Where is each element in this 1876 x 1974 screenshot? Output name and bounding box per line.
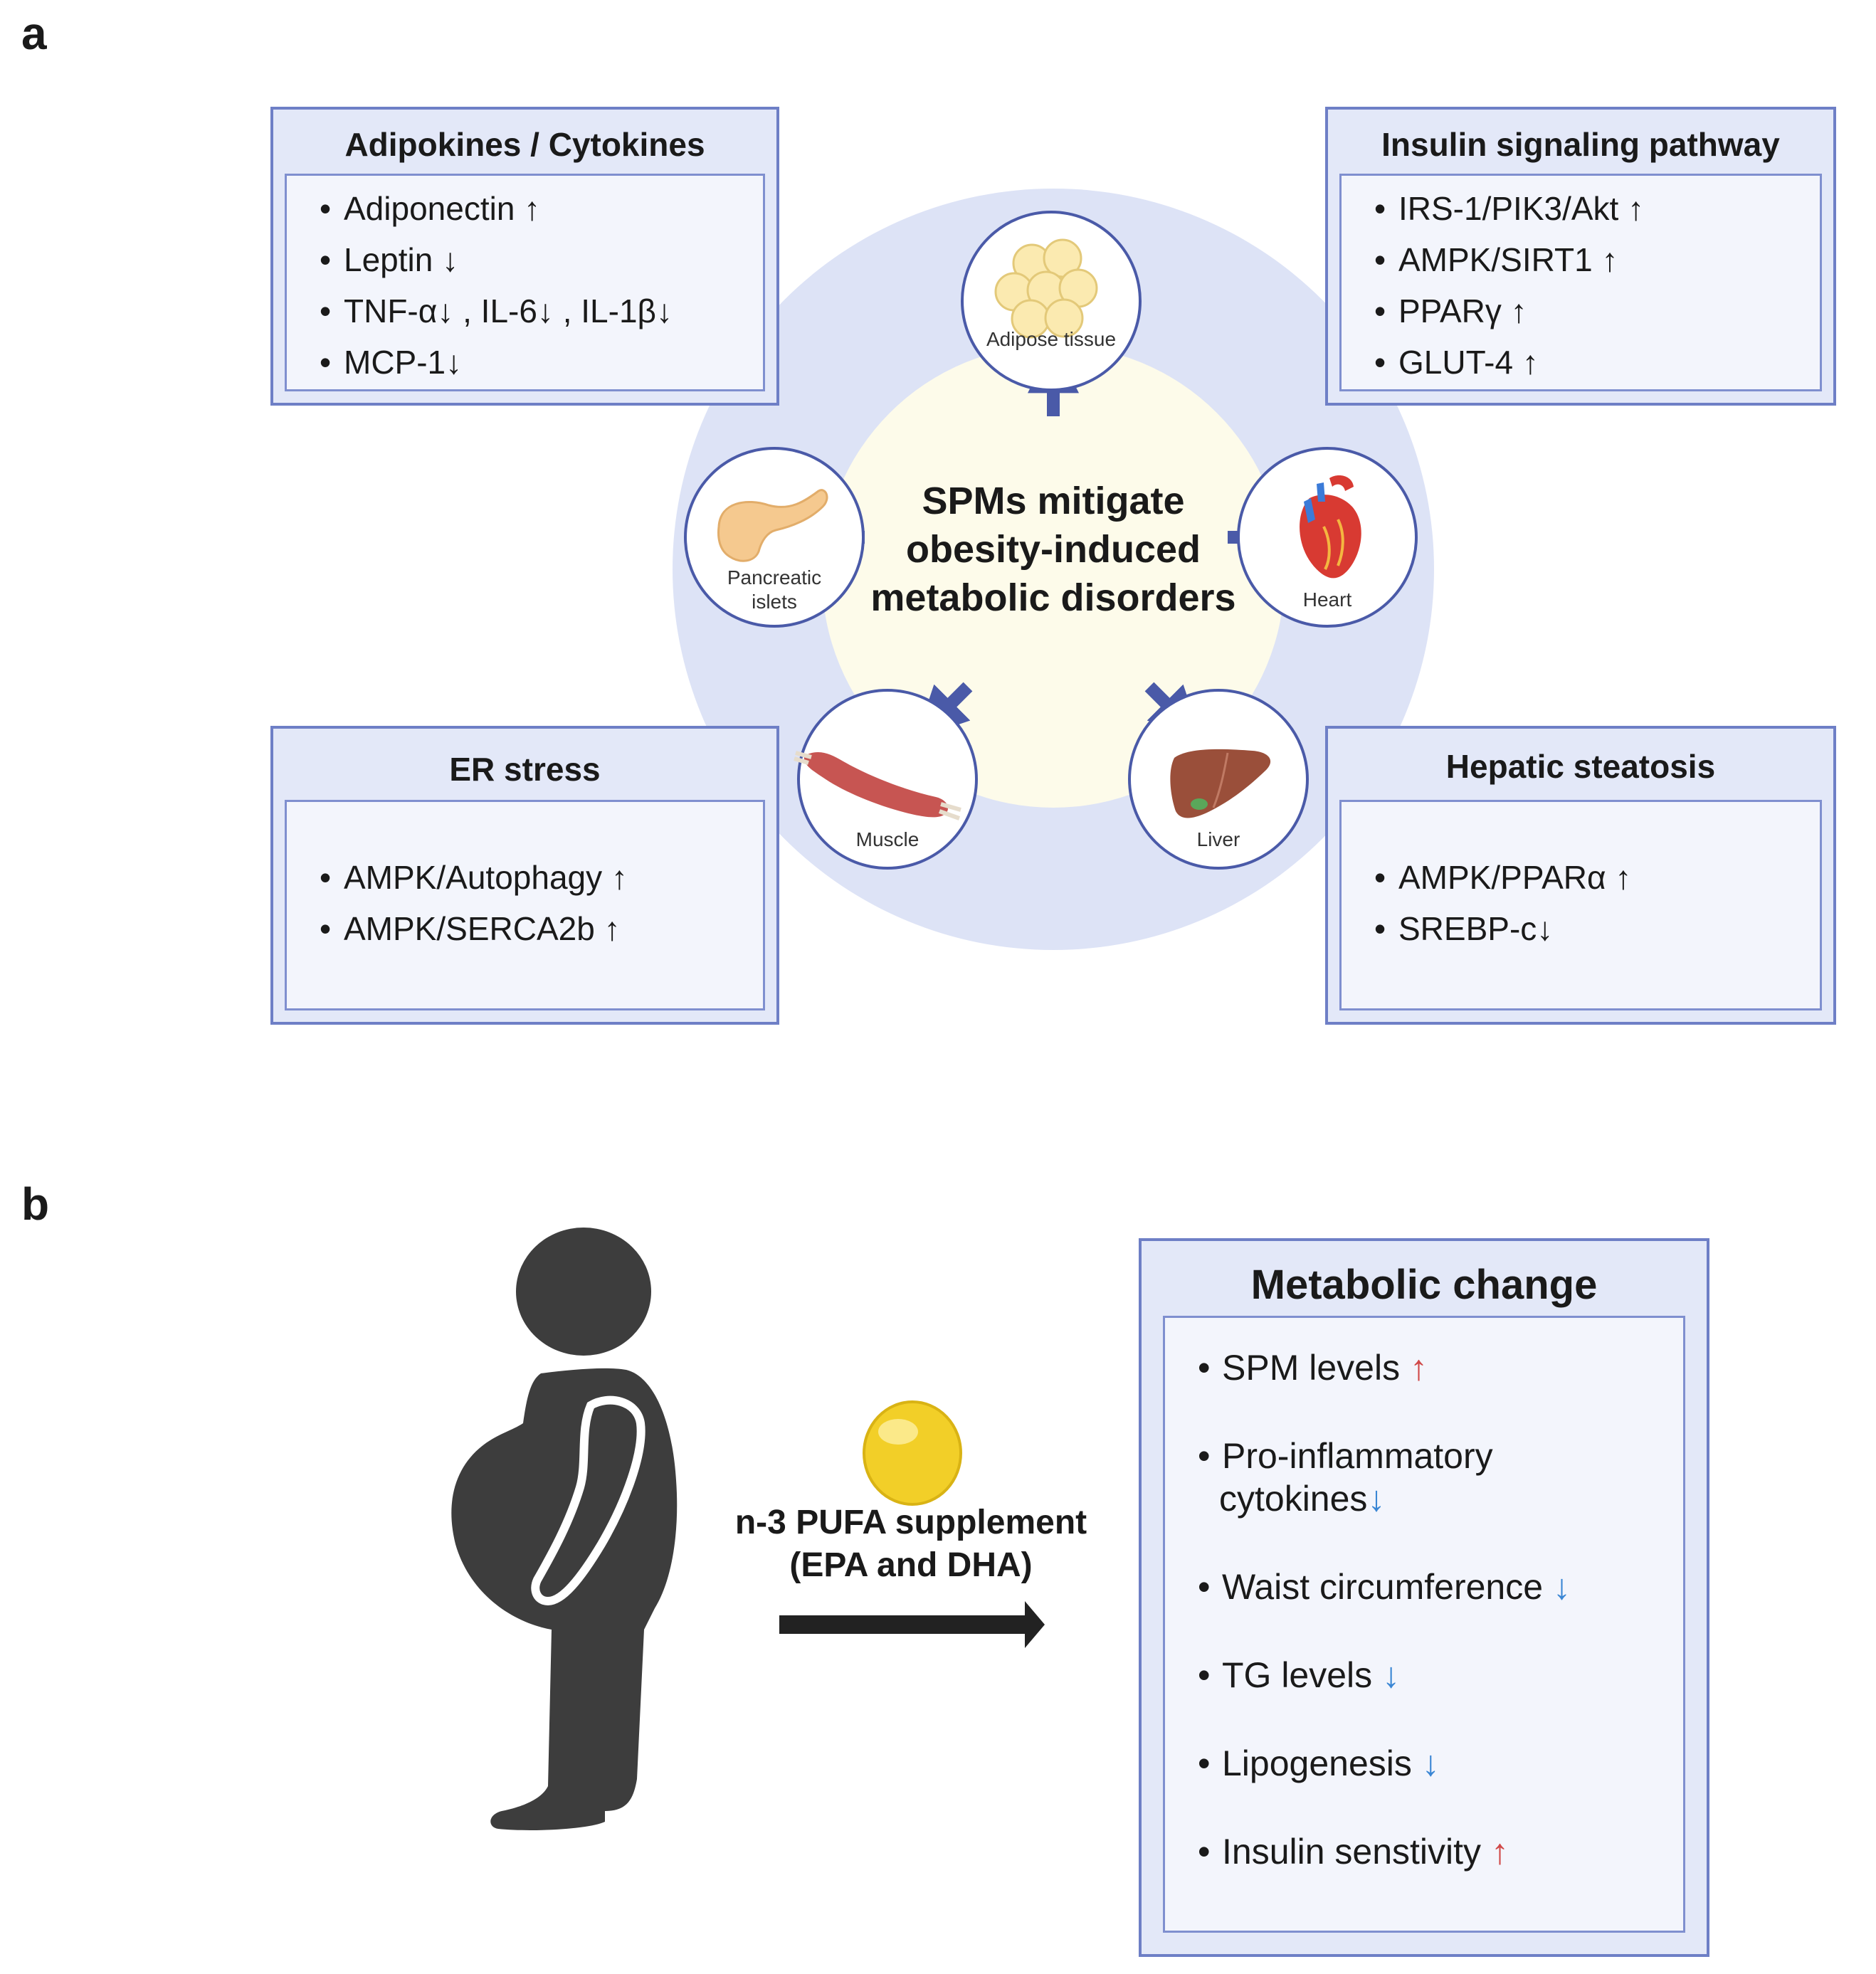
box-inner: •AMPK/Autophagy ↑ •AMPK/SERCA2b ↑: [285, 800, 765, 1010]
er-stress-box: ER stress •AMPK/Autophagy ↑ •AMPK/SERCA2…: [270, 726, 779, 1025]
list-item: •Waist circumference ↓: [1198, 1567, 1571, 1607]
box-inner: •AMPK/PPARα ↑ •SREBP-c↓: [1339, 800, 1822, 1010]
box-inner: •IRS-1/PIK3/Akt ↑ •AMPK/SIRT1 ↑ •PPARγ ↑…: [1339, 174, 1822, 391]
list-item: •AMPK/SIRT1 ↑: [1374, 241, 1618, 278]
supplement-capsule-icon: [863, 1400, 962, 1506]
center-title-line: metabolic disorders: [870, 576, 1236, 619]
organ-label-text: Adipose tissue: [986, 328, 1117, 350]
list-item: •Lipogenesis ↓: [1198, 1743, 1440, 1783]
box-title: Adipokines / Cytokines: [344, 126, 705, 163]
box-title: ER stress: [449, 751, 601, 788]
list-item: •SPM levels ↑: [1198, 1348, 1428, 1388]
list-item: •SREBP-c↓: [1374, 910, 1554, 947]
heart-icon: [1300, 475, 1361, 579]
muscle-icon: [794, 751, 961, 820]
list-item: •MCP-1↓: [320, 344, 463, 381]
organ-label-text: Liver: [1196, 828, 1240, 850]
list-item: •Insulin senstivity ↑: [1198, 1832, 1509, 1872]
pancreas-icon: [717, 489, 828, 562]
list-item: •TNF-α↓ , IL-6↓ , IL-1β↓: [320, 292, 673, 329]
box-title: Hepatic steatosis: [1445, 748, 1716, 785]
adipose-cells-icon: [994, 238, 1098, 339]
down-arrow-icon: ↓: [1367, 1479, 1386, 1519]
supplement-arrow: [779, 1601, 1045, 1648]
organ-label-text: islets: [752, 591, 797, 613]
arm-outline: [531, 1395, 645, 1606]
panel-letter-a: a: [21, 8, 47, 59]
panel-letter-b: b: [21, 1178, 50, 1230]
organ-label-text: Heart: [1302, 588, 1352, 611]
liver-icon: [1170, 749, 1271, 818]
up-arrow-icon: ↑: [1490, 1832, 1509, 1872]
list-item: •AMPK/Autophagy ↑: [320, 859, 628, 896]
box-list: •AMPK/PPARα ↑ •SREBP-c↓: [1374, 852, 1632, 954]
box-inner: •Adiponectin ↑ •Leptin ↓ •TNF-α↓ , IL-6↓…: [285, 174, 765, 391]
supplement-label-line: n-3 PUFA supplement: [734, 1504, 1087, 1541]
organ-label-text: Muscle: [855, 828, 919, 850]
supplement-label: n-3 PUFA supplement (EPA and DHA): [683, 1501, 1139, 1587]
hepatic-steatosis-box: Hepatic steatosis •AMPK/PPARα ↑ •SREBP-c…: [1325, 726, 1836, 1025]
insulin-box: Insulin signaling pathway •IRS-1/PIK3/Ak…: [1325, 107, 1836, 406]
up-arrow-icon: ↑: [1409, 1348, 1428, 1388]
center-title: SPMs mitigate obesity-induced metabolic …: [826, 477, 1281, 622]
box-list: •IRS-1/PIK3/Akt ↑ •AMPK/SIRT1 ↑ •PPARγ ↑…: [1374, 183, 1645, 388]
list-item: •Leptin ↓: [320, 241, 459, 278]
box-title: Metabolic change: [1250, 1262, 1598, 1308]
list-item: •PPARγ ↑: [1374, 292, 1527, 329]
list-item: •AMPK/SERCA2b ↑: [320, 910, 621, 947]
adipokines-box: Adipokines / Cytokines •Adiponectin ↑ •L…: [270, 107, 779, 406]
down-arrow-icon: ↓: [1382, 1655, 1401, 1695]
list-item: •GLUT-4 ↑: [1374, 344, 1539, 381]
box-list: •AMPK/Autophagy ↑ •AMPK/SERCA2b ↑: [320, 852, 628, 954]
list-item: •AMPK/PPARα ↑: [1374, 859, 1632, 896]
organ-label-text: Pancreatic: [727, 566, 822, 588]
list-item: •IRS-1/PIK3/Akt ↑: [1374, 190, 1645, 227]
muscle-circle: [797, 689, 978, 870]
metabolic-change-box: Metabolic change •SPM levels ↑ •Pro-infl…: [1139, 1238, 1709, 1957]
center-title-line: obesity-induced: [905, 528, 1201, 571]
down-arrow-icon: ↓: [1552, 1567, 1571, 1607]
list-item: •TG levels ↓: [1198, 1655, 1401, 1695]
list-item: •Adiponectin ↑: [320, 190, 541, 227]
center-title-line: SPMs mitigate: [922, 480, 1185, 522]
supplement-label-line: (EPA and DHA): [789, 1546, 1033, 1584]
box-title: Insulin signaling pathway: [1381, 126, 1780, 163]
down-arrow-icon: ↓: [1421, 1743, 1440, 1783]
box-list: •Adiponectin ↑ •Leptin ↓ •TNF-α↓ , IL-6↓…: [320, 183, 673, 388]
